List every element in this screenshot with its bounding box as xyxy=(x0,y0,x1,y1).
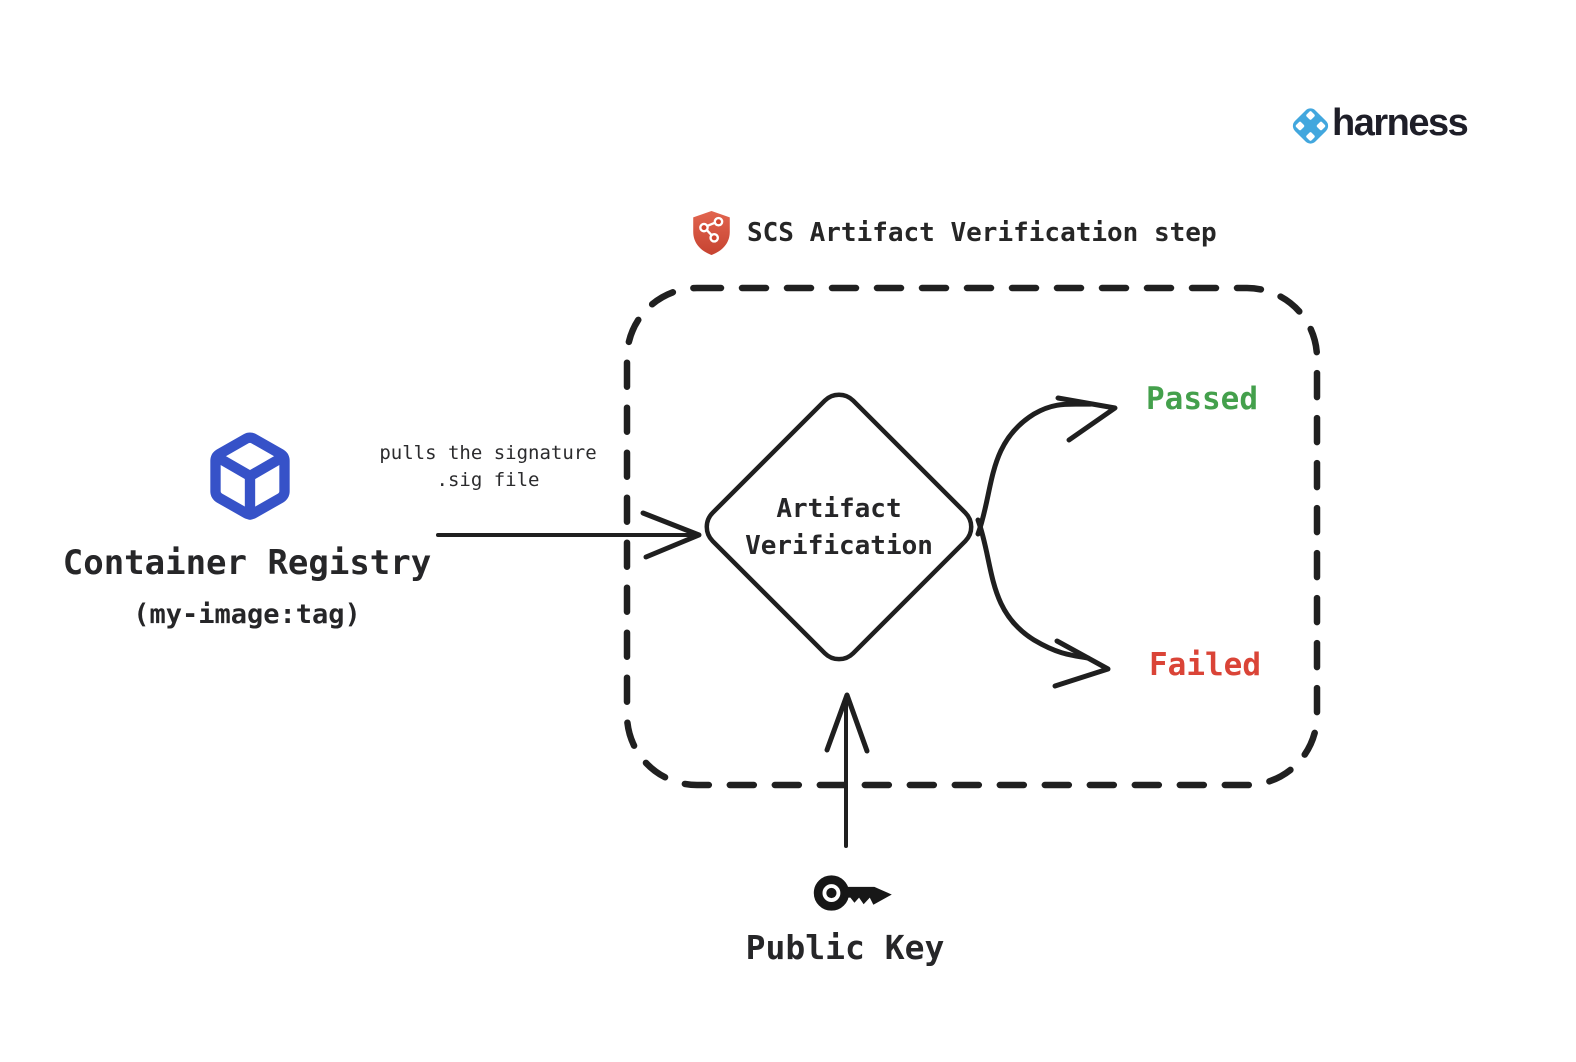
outcome-passed-label: Passed xyxy=(1146,381,1258,417)
edge-public-key-arrowhead xyxy=(824,692,870,754)
harness-wordmark: harness xyxy=(1332,102,1469,144)
pull-edge-label-line2: .sig file xyxy=(436,469,540,491)
public-key-label: Public Key xyxy=(745,928,945,967)
container-cube-icon xyxy=(210,432,290,520)
step-title: SCS Artifact Verification step xyxy=(747,218,1217,248)
step-boundary-box xyxy=(623,284,1321,789)
decision-label: Artifact Verification xyxy=(739,491,939,565)
shield-supply-chain-icon xyxy=(693,210,730,256)
pull-edge-label: pulls the signature .sig file xyxy=(368,440,608,494)
edge-to-passed-arrowhead xyxy=(1055,395,1118,443)
edge-to-passed xyxy=(975,401,1095,537)
decision-diamond xyxy=(704,392,974,662)
outcome-failed-label: Failed xyxy=(1149,647,1261,683)
edge-pull-arrowhead xyxy=(640,510,702,560)
container-registry-image-tag: (my-image:tag) xyxy=(133,599,361,630)
decision-label-line1: Artifact xyxy=(776,494,902,524)
decision-label-line2: Verification xyxy=(745,531,933,561)
container-registry-label: Container Registry xyxy=(62,543,432,583)
edge-to-failed xyxy=(975,517,1091,661)
pull-edge-label-line1: pulls the signature xyxy=(379,442,597,464)
harness-logo-icon xyxy=(1292,108,1329,144)
key-icon xyxy=(813,875,892,911)
edge-to-failed-arrowhead xyxy=(1052,638,1111,689)
